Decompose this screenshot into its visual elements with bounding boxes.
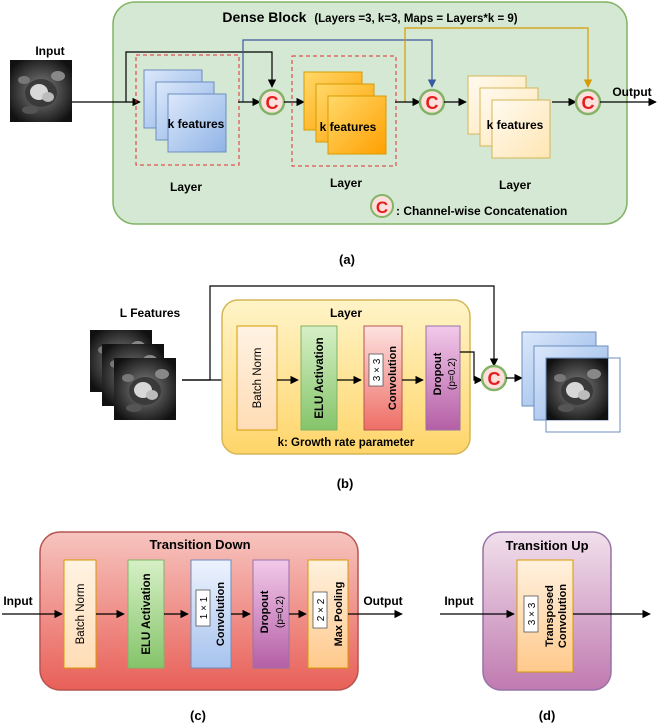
- layer2-feature-map-3: [327, 95, 387, 155]
- kernel-d: 3 × 3: [527, 602, 538, 625]
- op-dropout-c-label: Dropout: [259, 590, 271, 633]
- input-label-c: Input: [3, 594, 32, 608]
- dense-block-params: (Layers =3, k=3, Maps = Layers*k = 9): [314, 13, 517, 25]
- growth-rate-text: k: Growth rate parameter: [278, 437, 415, 449]
- input-image-a: [10, 60, 72, 122]
- op-elu-c-label: ELU Activation: [141, 573, 153, 654]
- caption-d: (d): [539, 708, 556, 723]
- skip-arrow-input-to-concat1: [125, 51, 277, 102]
- panel-b-layer: L Features Layer Batch Norm ELU Activati…: [90, 285, 621, 491]
- skip-arrow-to-concat2: [242, 39, 437, 102]
- panel-c-transition-down: Transition Down Input Batch Norm ELU Act…: [2, 531, 403, 723]
- layer2-label: Layer: [330, 176, 362, 190]
- panel-d-transition-up: Transition Up Input 3 × 3 Transposed Con…: [440, 531, 651, 723]
- conv-kernel-b: 3 × 3: [372, 358, 383, 381]
- op-elu-b: [300, 325, 338, 431]
- output-feature-map-b-3: [545, 357, 621, 433]
- op-transposed-conv-d-line2: Convolution: [557, 584, 569, 648]
- dense-block-title: Dense Block: [222, 9, 306, 25]
- op-batch-norm-b-label: Batch Norm: [252, 348, 264, 409]
- layer1-feature-map-3: [167, 93, 227, 153]
- layer1-features-label: k features: [168, 117, 225, 131]
- op-transposed-conv-d-line1: Transposed: [544, 585, 556, 647]
- legend-text: : Channel-wise Concatenation: [396, 204, 567, 218]
- op-max-pooling-c-label: Max Pooling: [333, 582, 345, 647]
- layer3-feature-map-3: [491, 99, 551, 159]
- conv-kernel-box-b: [368, 353, 384, 387]
- concat-symbol-1: C: [266, 93, 279, 113]
- conv-kernel-c: 1 × 1: [199, 596, 210, 619]
- op-dropout-b: [425, 325, 461, 431]
- layer1-dashed-box: [135, 54, 240, 166]
- dropout-param-b: (p=0.2): [447, 358, 458, 390]
- legend-concat-symbol: C: [376, 198, 388, 217]
- concat-symbol-3: C: [582, 93, 595, 113]
- output-image-b: [546, 358, 608, 420]
- output-label-c: Output: [363, 594, 402, 608]
- concat-symbol-b: C: [488, 369, 501, 389]
- op-convolution-c-label: Convolution: [215, 582, 227, 646]
- arrow-dropout-to-concat-b: [460, 351, 483, 385]
- svg-text:Dense Block (Layers =3,: Dense Block (Layers =3, k=3, Maps = Laye…: [222, 9, 517, 25]
- layer2-dashed-box: [291, 55, 397, 167]
- layer3-features-label: k features: [487, 118, 544, 132]
- output-label-a: Output: [612, 85, 651, 99]
- caption-c: (c): [190, 708, 206, 723]
- input-label-a: Input: [35, 44, 64, 58]
- op-convolution-b-label: Convolution: [387, 346, 399, 410]
- input-label-d: Input: [444, 594, 473, 608]
- caption-b: (b): [337, 476, 354, 491]
- skip-arrow-to-concat3: [404, 27, 593, 102]
- kernel-box-d: [523, 595, 539, 633]
- layer-box-b: [221, 299, 471, 455]
- op-batch-norm-b: [236, 325, 278, 431]
- layer-box-title: Layer: [330, 306, 362, 320]
- op-batch-norm-c-label: Batch Norm: [75, 584, 87, 645]
- l-features-label: L Features: [120, 306, 181, 320]
- conv-kernel-box-c: [195, 589, 211, 627]
- op-elu-c: [127, 559, 165, 669]
- transition-down-title: Transition Down: [149, 537, 250, 552]
- transition-up-title: Transition Up: [505, 538, 588, 553]
- layer1-label: Layer: [170, 180, 202, 194]
- pool-kernel-box-c: [312, 591, 328, 629]
- op-batch-norm-c: [63, 559, 97, 669]
- op-elu-b-label: ELU Activation: [314, 337, 326, 418]
- op-dropout-c: [252, 559, 290, 669]
- dropout-param-c: (p=0.2): [275, 596, 286, 628]
- layer2-features-label: k features: [320, 120, 377, 134]
- caption-a: (a): [339, 252, 355, 267]
- op-dropout-b-label: Dropout: [432, 352, 444, 395]
- input-image-b-3: [114, 358, 176, 420]
- concat-symbol-2: C: [426, 93, 439, 113]
- legend-concat-icon: [370, 194, 394, 218]
- panel-a-dense-block: Dense Block (Layers =3, k=3, Maps = Laye…: [10, 1, 657, 267]
- pool-kernel-c: 2 × 2: [316, 598, 327, 621]
- layer3-label: Layer: [499, 178, 531, 192]
